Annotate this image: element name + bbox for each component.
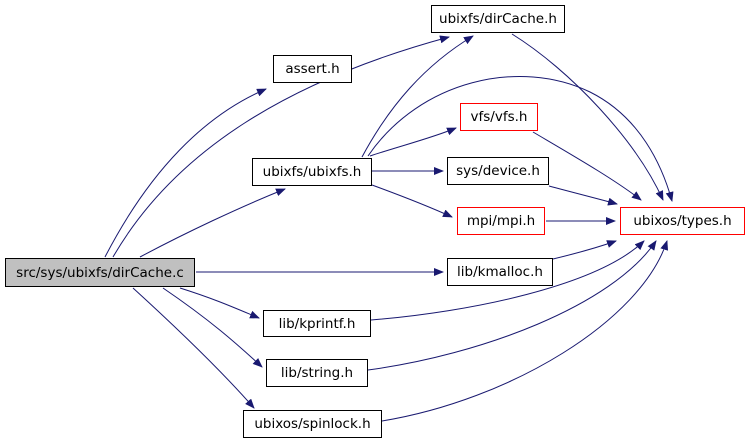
edge-vfsh-to-typesh bbox=[532, 131, 642, 201]
edge-ubixfsh-to-typesh bbox=[367, 75, 674, 202]
edge-spinlockh-to-typesh bbox=[381, 240, 669, 422]
edge-kmalloch-to-typesh bbox=[552, 240, 617, 260]
node-ubixos-spinlock-h[interactable]: ubixos/spinlock.h bbox=[243, 410, 382, 438]
node-ubixfs-ubixfs-h[interactable]: ubixfs/ubixfs.h bbox=[252, 158, 372, 186]
edge-ubixfsh-to-dircacheh bbox=[361, 35, 474, 158]
node-ubixfs-dircache-h[interactable]: ubixfs/dirCache.h bbox=[431, 5, 565, 33]
edge-kprintfh-to-typesh bbox=[370, 240, 645, 321]
edge-ubixfsh-to-vfsh bbox=[369, 127, 457, 157]
node-mpi-mpi-h[interactable]: mpi/mpi.h bbox=[457, 207, 545, 235]
edge-stringh-to-typesh bbox=[367, 240, 657, 371]
edge-main-to-dircacheh bbox=[112, 35, 450, 258]
edge-main-to-asserth bbox=[104, 88, 267, 258]
node-assert-h[interactable]: assert.h bbox=[273, 55, 352, 83]
node-sys-device-h[interactable]: sys/device.h bbox=[447, 157, 549, 185]
edge-ubixfsh-to-mpih bbox=[371, 184, 453, 218]
edge-main-to-stringh bbox=[162, 287, 263, 368]
edge-main-to-kprintfh bbox=[179, 287, 260, 319]
edge-main-to-ubixfsh bbox=[139, 188, 286, 258]
edge-deviceh-to-typesh bbox=[548, 185, 618, 206]
edge-dircacheh-to-typesh bbox=[511, 33, 664, 201]
edge-main-to-spinlockh bbox=[132, 287, 255, 409]
node-lib-string-h[interactable]: lib/string.h bbox=[266, 359, 368, 387]
node-ubixos-types-h[interactable]: ubixos/types.h bbox=[620, 207, 745, 235]
node-vfs-vfs-h[interactable]: vfs/vfs.h bbox=[460, 103, 538, 131]
node-lib-kmalloc-h[interactable]: lib/kmalloc.h bbox=[447, 258, 553, 286]
node-lib-kprintf-h[interactable]: lib/kprintf.h bbox=[263, 310, 371, 337]
node-src-sys-ubixfs-dircache-c[interactable]: src/sys/ubixfs/dirCache.c bbox=[5, 258, 195, 287]
